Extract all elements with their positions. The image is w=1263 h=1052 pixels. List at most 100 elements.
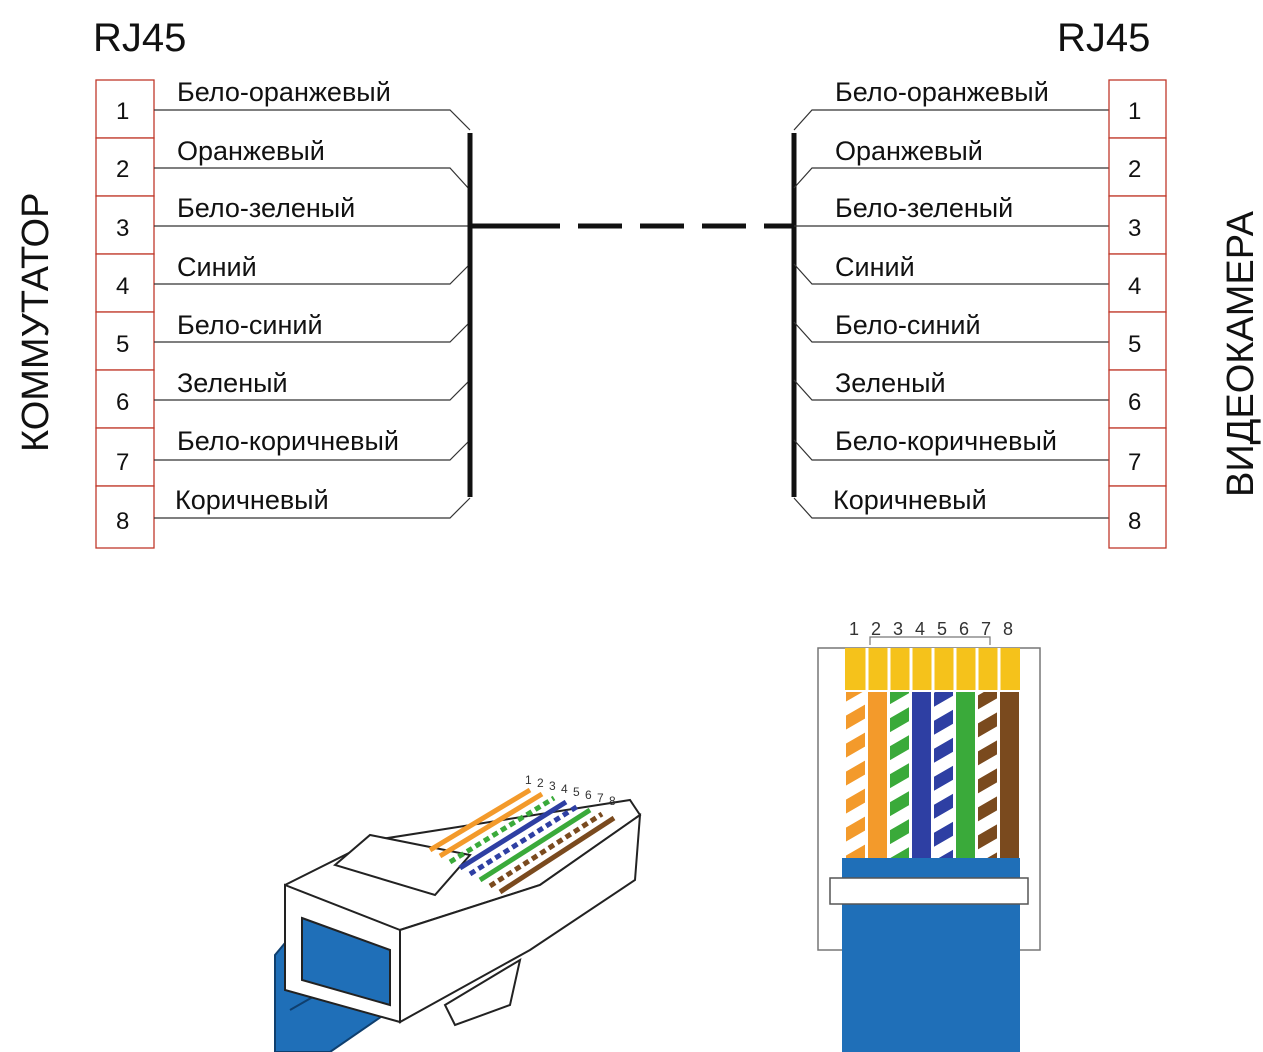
plug-latch-window	[332, 833, 472, 897]
plug-front-crimp	[829, 877, 1029, 905]
right-side-label: ВИДЕОКАМЕРА	[1220, 210, 1262, 497]
left-pin-number: 1	[116, 98, 129, 125]
plug-front-wire-6	[956, 692, 975, 860]
plug-front-wire-8	[1000, 692, 1019, 860]
right-wire-label: Бело-синий	[835, 310, 981, 340]
plug-front-pin: 1	[849, 619, 859, 639]
left-pin-box-4	[95, 253, 155, 313]
left-wire-label: Бело-синий	[177, 310, 323, 340]
left-pin-box-8	[95, 485, 155, 549]
right-pin-box-3	[1108, 195, 1167, 255]
left-wire-labels: Бело-оранжевый Оранжевый Бело-зеленый Си…	[175, 77, 399, 515]
right-wire-line-4	[793, 263, 1109, 285]
right-wire-label: Бело-оранжевый	[835, 77, 1049, 107]
left-pin-box-2	[95, 137, 155, 197]
left-wire-label: Оранжевый	[177, 136, 325, 166]
plug-front-bracket	[869, 636, 991, 645]
right-wire-line-5	[793, 321, 1109, 343]
plug-latch	[443, 957, 522, 1027]
plug-perspective-pin: 7	[597, 791, 604, 805]
left-side-label: КОММУТАТОР	[15, 193, 57, 452]
plug-front-contact-dividers	[865, 648, 1001, 690]
left-connector-title: RJ45	[93, 16, 186, 60]
left-wire-line-8	[154, 497, 471, 519]
plug-front-pin: 2	[871, 619, 881, 639]
wire-5	[468, 803, 580, 877]
right-pin-number: 2	[1128, 156, 1141, 183]
right-connector-title: RJ45	[1057, 16, 1150, 60]
left-wire-line-1	[154, 109, 471, 131]
left-wire-line-2	[154, 167, 471, 191]
left-wire-label: Зеленый	[177, 368, 288, 398]
left-pin-box-6	[95, 369, 155, 429]
right-wire-line-2	[793, 167, 1109, 189]
right-wire-label: Коричневый	[833, 485, 987, 515]
plug-perspective-wires	[428, 787, 616, 895]
left-pin-number: 8	[116, 508, 129, 535]
rj45-plug-perspective-illustration: 1 2 3 4 5 6 7 8	[274, 773, 642, 1052]
plug-body-side	[399, 812, 642, 1024]
wire-3	[448, 795, 556, 865]
plug-front-pin: 5	[937, 619, 947, 639]
right-pin-number: 6	[1128, 389, 1141, 416]
left-wire-label: Бело-зеленый	[177, 193, 355, 223]
right-wire-label: Синий	[835, 252, 915, 282]
wire-7	[488, 811, 604, 889]
left-wire-line-4	[154, 263, 471, 285]
right-pin-number: 4	[1128, 273, 1141, 300]
left-pin-number: 7	[116, 449, 129, 476]
left-wire-label: Коричневый	[175, 485, 329, 515]
wire-1	[428, 787, 532, 853]
left-wire-line-5	[154, 321, 471, 343]
plug-perspective-pin: 6	[585, 788, 592, 802]
left-pin-box-1	[95, 79, 155, 139]
plug-perspective-pin: 2	[537, 776, 544, 790]
right-pin-number: 8	[1128, 508, 1141, 535]
left-pin-column: 1 2 3 4 5 6 7 8	[95, 79, 155, 549]
plug-front-wire-3	[890, 692, 909, 860]
wire-6	[478, 807, 592, 883]
right-wire-label: Зеленый	[835, 368, 946, 398]
left-wire-line-7	[154, 439, 471, 461]
right-wire-line-1	[793, 109, 1109, 131]
plug-front-pin: 4	[915, 619, 925, 639]
plug-front-wire-2	[868, 692, 887, 860]
right-wire-label: Оранжевый	[835, 136, 983, 166]
plug-perspective-pin: 5	[573, 785, 580, 799]
left-pin-number: 2	[116, 156, 129, 183]
right-wire-labels: Бело-оранжевый Оранжевый Бело-зеленый Си…	[833, 77, 1057, 515]
right-pin-box-2	[1108, 137, 1167, 197]
right-wire-label: Бело-зеленый	[835, 193, 1013, 223]
plug-cable-opening	[301, 916, 391, 1007]
plug-perspective-pin: 8	[609, 794, 616, 808]
left-wire-label: Бело-коричневый	[177, 426, 399, 456]
plug-front-pin: 6	[959, 619, 969, 639]
right-pin-number: 3	[1128, 215, 1141, 242]
plug-front-wire-7	[978, 692, 997, 860]
right-pin-box-8	[1108, 485, 1167, 549]
left-pin-number: 6	[116, 389, 129, 416]
plug-perspective-pin: 3	[549, 779, 556, 793]
left-wire-label: Бело-оранжевый	[177, 77, 391, 107]
left-wire-lines	[154, 109, 471, 519]
plug-front-wire-4	[912, 692, 931, 860]
right-wire-line-8	[793, 497, 1109, 519]
wire-4	[458, 799, 568, 871]
left-pin-number: 4	[116, 273, 129, 300]
right-pin-number: 1	[1128, 98, 1141, 125]
right-pin-box-4	[1108, 253, 1167, 313]
right-pin-number: 5	[1128, 331, 1141, 358]
left-wire-line-6	[154, 379, 471, 401]
plug-perspective-pin: 4	[561, 782, 568, 796]
left-pin-number: 5	[116, 331, 129, 358]
right-wire-lines	[793, 109, 1109, 519]
right-wire-line-6	[793, 379, 1109, 401]
right-pin-number: 7	[1128, 449, 1141, 476]
left-wire-label: Синий	[177, 252, 257, 282]
wire-8	[498, 815, 616, 895]
plug-perspective-pin: 1	[525, 773, 532, 787]
plug-front-pin: 3	[893, 619, 903, 639]
plug-front-pin: 7	[981, 619, 991, 639]
left-pin-number: 3	[116, 215, 129, 242]
